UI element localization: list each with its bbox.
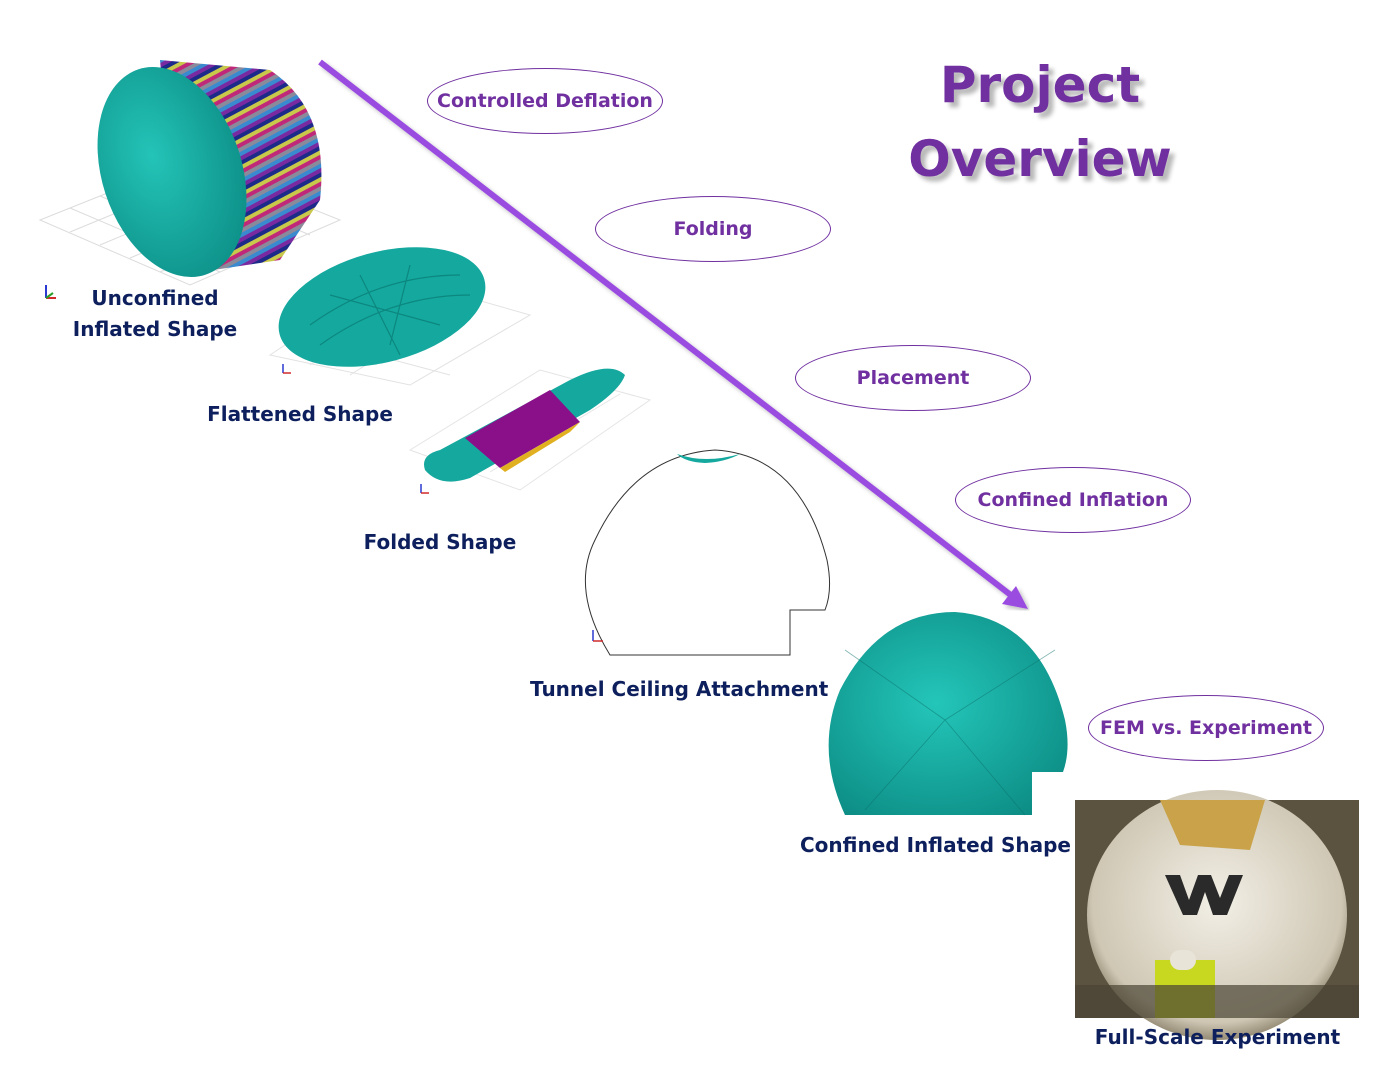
full-scale-experiment-photo	[1075, 790, 1359, 1040]
page-title: Project Overview	[880, 48, 1200, 196]
flattened-shape-image	[268, 247, 532, 386]
title-line-2: Overview	[908, 130, 1172, 188]
caption-folded: Folded Shape	[363, 530, 517, 554]
axis-triad-icon	[592, 630, 603, 642]
title-line-1: Project	[939, 56, 1141, 114]
caption-line-1: Unconfined	[91, 286, 219, 310]
axis-triad-icon	[282, 364, 291, 374]
caption-unconfined-inflated: Unconfined Inflated Shape	[70, 283, 240, 345]
caption-confined-inflated: Confined Inflated Shape	[800, 833, 1071, 857]
step-fem-vs-experiment: FEM vs. Experiment	[1088, 695, 1324, 761]
step-folding: Folding	[595, 196, 831, 262]
unconfined-cylinder-image	[38, 60, 342, 286]
tunnel-profile-image	[584, 449, 831, 656]
step-placement: Placement	[795, 345, 1031, 411]
caption-line-2: Inflated Shape	[72, 317, 238, 341]
caption-tunnel-ceiling: Tunnel Ceiling Attachment	[530, 677, 829, 701]
confined-inflated-image	[828, 612, 1068, 816]
wvu-logo	[1165, 875, 1243, 915]
step-controlled-deflation: Controlled Deflation	[427, 68, 663, 134]
caption-full-scale-experiment: Full-Scale Experiment	[1094, 1025, 1341, 1049]
axis-triad-icon	[45, 285, 56, 299]
axis-triad-icon	[420, 484, 429, 494]
step-confined-inflation: Confined Inflation	[955, 467, 1191, 533]
folded-shape-image	[408, 368, 652, 491]
caption-flattened: Flattened Shape	[207, 402, 393, 426]
